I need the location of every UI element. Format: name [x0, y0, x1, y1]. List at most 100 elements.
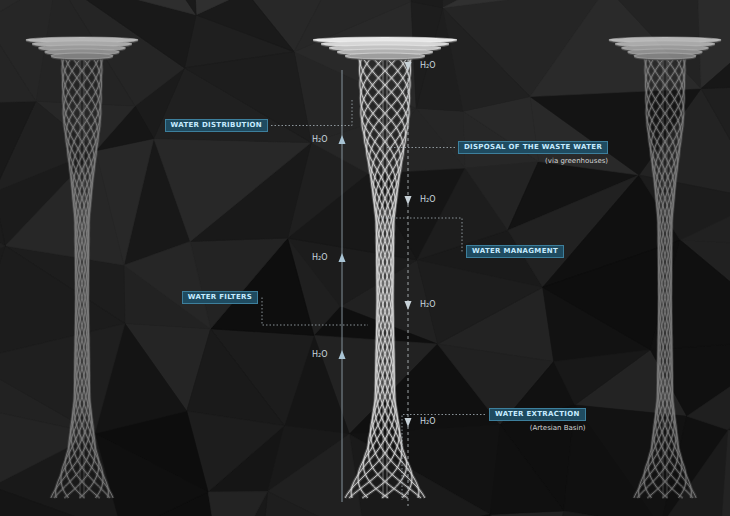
tower-disc	[345, 53, 425, 59]
background-facet	[721, 476, 730, 516]
background-facet	[191, 0, 246, 15]
tower-strand	[351, 58, 411, 498]
tower-disc	[51, 53, 113, 59]
down-arrowhead	[405, 62, 412, 71]
background-facet	[545, 511, 661, 516]
background-facet	[687, 340, 730, 431]
downflow-line	[408, 60, 409, 506]
callout-title: WATER DISTRIBUTION	[165, 119, 269, 132]
flow-label: H₂O	[312, 350, 328, 360]
tower-rod	[663, 54, 664, 498]
flow-label: H₂O	[420, 195, 436, 205]
background-facet	[416, 108, 465, 168]
callout-note: (via greenhouses)	[545, 157, 608, 166]
background-facet	[349, 434, 490, 516]
background-facet	[443, 8, 530, 112]
callout-box: DISPOSAL OF THE WASTE WATER (via greenhou…	[458, 141, 608, 166]
tower-strand	[73, 58, 101, 498]
background-facet	[0, 205, 5, 274]
background-facet	[728, 340, 730, 431]
background-facet	[0, 101, 36, 192]
tower-rod	[383, 54, 384, 498]
leader-line	[271, 100, 352, 126]
up-arrowhead	[339, 253, 346, 262]
tower-strand	[645, 58, 696, 498]
tower-ribbon	[345, 58, 410, 498]
down-arrowhead	[405, 418, 412, 427]
background-facet	[0, 0, 56, 21]
up-arrowhead	[339, 135, 346, 144]
down-arrowhead	[405, 301, 412, 310]
tower-rod	[387, 54, 388, 498]
tower-strand	[639, 58, 686, 498]
tower-strand	[345, 58, 410, 498]
tower-disc	[634, 53, 696, 59]
tower-strand	[63, 58, 100, 498]
background-facet	[0, 487, 9, 516]
leader-line	[386, 147, 455, 148]
background-facet	[411, 0, 446, 8]
callout-box: WATER FILTERS	[182, 291, 258, 304]
up-arrowhead	[339, 350, 346, 359]
flow-label: H₂O	[420, 61, 436, 71]
tower-ribbon	[634, 58, 685, 498]
tower-structure	[313, 37, 457, 498]
background-facet	[554, 350, 651, 405]
background-facet	[56, 0, 196, 15]
background-facet	[154, 139, 311, 242]
tower-strand	[349, 58, 410, 498]
tower-strand	[51, 58, 102, 498]
tower-rod	[80, 54, 81, 498]
tower-strand	[634, 58, 685, 498]
background-facet	[187, 329, 285, 426]
upflow-line	[342, 70, 343, 502]
tower-structure	[26, 37, 138, 498]
tower-strand	[62, 58, 113, 498]
tower-strand	[359, 58, 424, 498]
background-facet	[721, 430, 730, 516]
tower-strand	[647, 58, 684, 498]
flow-label: H₂O	[312, 253, 328, 263]
background-facet	[697, 0, 730, 22]
background-facet	[258, 492, 365, 516]
leader-line	[402, 415, 485, 501]
tower-strand	[637, 58, 685, 498]
callout-title: WATER EXTRACTION	[489, 408, 586, 421]
tower-strand	[362, 58, 409, 498]
tower-ribbon	[62, 58, 113, 498]
background-facet	[0, 192, 5, 246]
tower-ribbon	[645, 58, 696, 498]
callout-title: DISPOSAL OF THE WASTE WATER	[458, 141, 608, 154]
callout-box: WATER MANAGMENT	[466, 245, 564, 258]
background-facet	[0, 21, 36, 106]
tower-rod	[667, 54, 668, 498]
tower-ribbon	[359, 58, 424, 498]
background-facet	[701, 22, 730, 89]
callout-title: WATER MANAGMENT	[466, 245, 564, 258]
callout-box: WATER DISTRIBUTION	[165, 119, 269, 132]
tower-strand	[56, 58, 103, 498]
tower-strand	[373, 58, 409, 498]
background-facet	[564, 405, 661, 516]
background-facet	[124, 0, 196, 15]
tower-strand	[646, 58, 683, 498]
tower-ribbon	[51, 58, 102, 498]
tower-strand	[54, 58, 102, 498]
down-arrowhead	[405, 196, 412, 205]
callout-note: (Artesian Basin)	[530, 424, 586, 433]
background-facet	[0, 246, 5, 361]
background-facet	[443, 0, 607, 8]
callout-box: WATER EXTRACTION (Artesian Basin)	[489, 408, 586, 433]
background-facet	[365, 514, 495, 516]
tower-strand	[64, 58, 101, 498]
background-facet	[417, 260, 543, 344]
flow-label: H₂O	[312, 135, 328, 145]
leader-line	[262, 298, 368, 326]
tower-structure	[609, 37, 721, 498]
background-facet	[490, 514, 544, 516]
tower-strand	[656, 58, 684, 498]
callout-title: WATER FILTERS	[182, 291, 258, 304]
